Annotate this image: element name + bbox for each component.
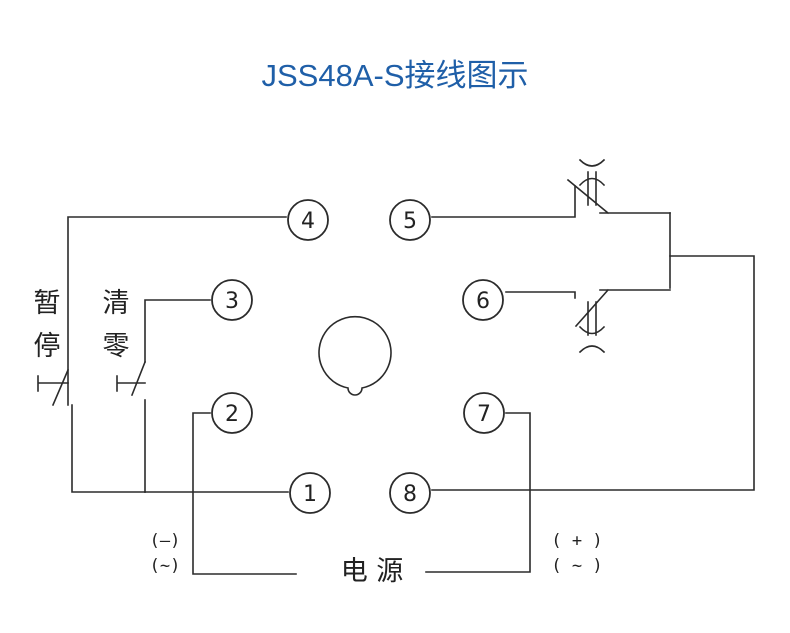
pin-6: 6 [462,279,504,321]
svg-text:7: 7 [477,402,491,427]
svg-text:3: 3 [225,289,239,314]
pause-label-top: 暂 [34,288,61,319]
pos-dc-label: ( + ) [551,531,602,551]
reset-label-bottom: 零 [103,331,130,362]
pin-5: 5 [389,199,431,241]
pause-label-bottom: 停 [34,331,61,362]
pin-7: 7 [463,392,505,434]
wire-pin4-pause [67,216,287,406]
wire-pin2-power [192,412,297,575]
wire-pause-bus [71,404,146,493]
relay-mark-upper [578,158,606,206]
diagram-title: JSS48A-S接线图示 [261,58,528,93]
neg-dc-label: (—) [150,531,181,551]
svg-text:4: 4 [301,209,315,234]
power-label: 电 源 [341,556,404,587]
pin-2: 2 [211,392,253,434]
pin-8: 8 [389,472,431,514]
output-contact-nc [566,178,671,215]
pos-ac-label: ( ~ ) [551,556,602,576]
wire-pin6-contact [505,291,576,299]
relay-mark-lower [578,301,606,354]
wire-pin5-contact [431,185,576,218]
pin-4: 4 [287,199,329,241]
pin-1: 1 [289,472,331,514]
svg-text:1: 1 [303,482,317,507]
svg-text:8: 8 [403,482,417,507]
reset-switch [116,360,147,397]
neg-ac-label: (~) [150,556,181,576]
pin-3: 3 [211,279,253,321]
reset-label-top: 清 [103,288,130,319]
socket-keyway [318,315,392,396]
output-contact-no [574,288,671,328]
pause-switch [37,368,70,407]
svg-text:5: 5 [403,209,417,234]
svg-text:2: 2 [225,402,239,427]
wire-common-pin8 [431,255,755,491]
wire-pin7-power [425,412,531,573]
svg-text:6: 6 [476,289,490,314]
wire-pin3-reset [144,299,211,363]
